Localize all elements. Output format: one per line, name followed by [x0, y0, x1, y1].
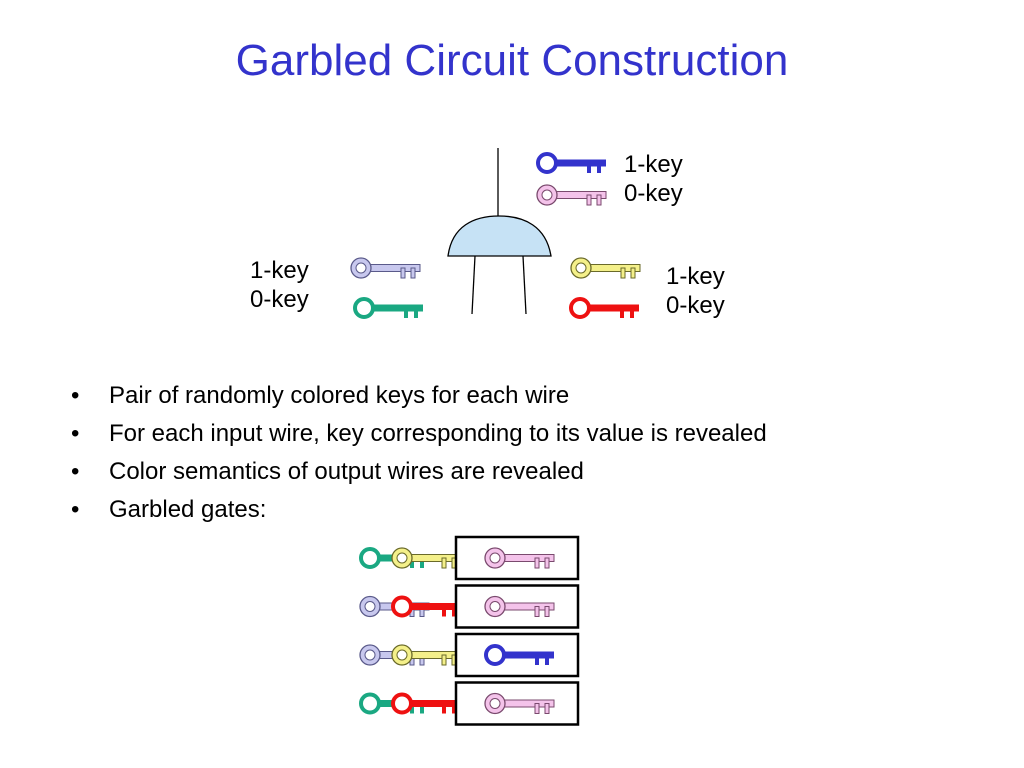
keys-layer	[350, 152, 641, 319]
and-gate-body	[447, 215, 552, 257]
garbled-table-row	[359, 584, 580, 629]
input-key-icon	[391, 644, 462, 666]
input-key-icon	[391, 692, 461, 715]
right-input-wire	[522, 255, 527, 315]
input-key-icon	[391, 547, 462, 569]
encrypted-output-key-icon	[484, 547, 555, 569]
encrypted-output-key-icon	[484, 644, 554, 666]
garbled-table-row	[359, 632, 580, 678]
left-input-wire	[471, 255, 476, 315]
right-0-key-label: 0-key	[666, 292, 725, 319]
garbled-table-row	[359, 681, 580, 726]
left-1-key-label: 1-key	[250, 257, 309, 284]
bullet-item: Garbled gates:	[62, 493, 767, 531]
left-0-key-icon	[353, 297, 423, 319]
slide-title: Garbled Circuit Construction	[235, 36, 789, 85]
output-0-key-label: 0-key	[624, 180, 683, 207]
left-0-key-label: 0-key	[250, 286, 309, 313]
right-0-key-icon	[569, 297, 639, 319]
and-gate	[447, 148, 552, 315]
garbled-table	[359, 535, 580, 726]
left-1-key-icon	[350, 257, 421, 279]
encrypted-output-key-icon	[484, 692, 555, 715]
output-1-key-label: 1-key	[624, 151, 683, 178]
garbled-table-row	[359, 535, 580, 581]
bullet-item: Color semantics of output wires are reve…	[62, 455, 767, 493]
encrypted-output-key-icon	[484, 595, 555, 618]
right-1-key-icon	[570, 257, 641, 279]
input-key-icon	[391, 595, 461, 618]
output-1-key-icon	[536, 152, 606, 174]
bullet-item: For each input wire, key corresponding t…	[62, 417, 767, 455]
bullet-item: Pair of randomly colored keys for each w…	[62, 379, 767, 417]
bullet-list: Pair of randomly colored keys for each w…	[62, 379, 767, 531]
output-0-key-icon	[536, 184, 607, 206]
right-1-key-label: 1-key	[666, 263, 725, 290]
